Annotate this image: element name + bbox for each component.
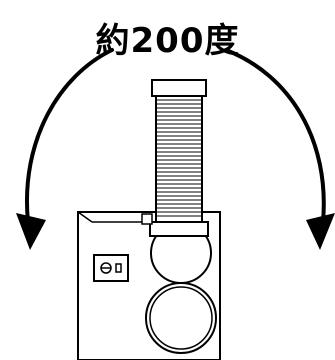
rotation-angle-label: 約200度 [95,21,240,61]
right-arc-line [224,48,326,224]
hose-cap [151,79,207,97]
hose-collar [149,221,209,237]
left-arc-line [25,48,114,224]
hose-body [155,93,203,223]
hose-collar-tab [141,213,153,225]
hose-ribs [157,99,201,217]
device [77,79,221,360]
rotation-arc [16,48,335,250]
housing-top-left [77,211,93,223]
curved-arrow-right-icon [306,213,335,250]
switch-indicator [115,263,122,273]
curved-arrow-left-icon [16,213,46,250]
lower-vent-inner [149,286,213,350]
